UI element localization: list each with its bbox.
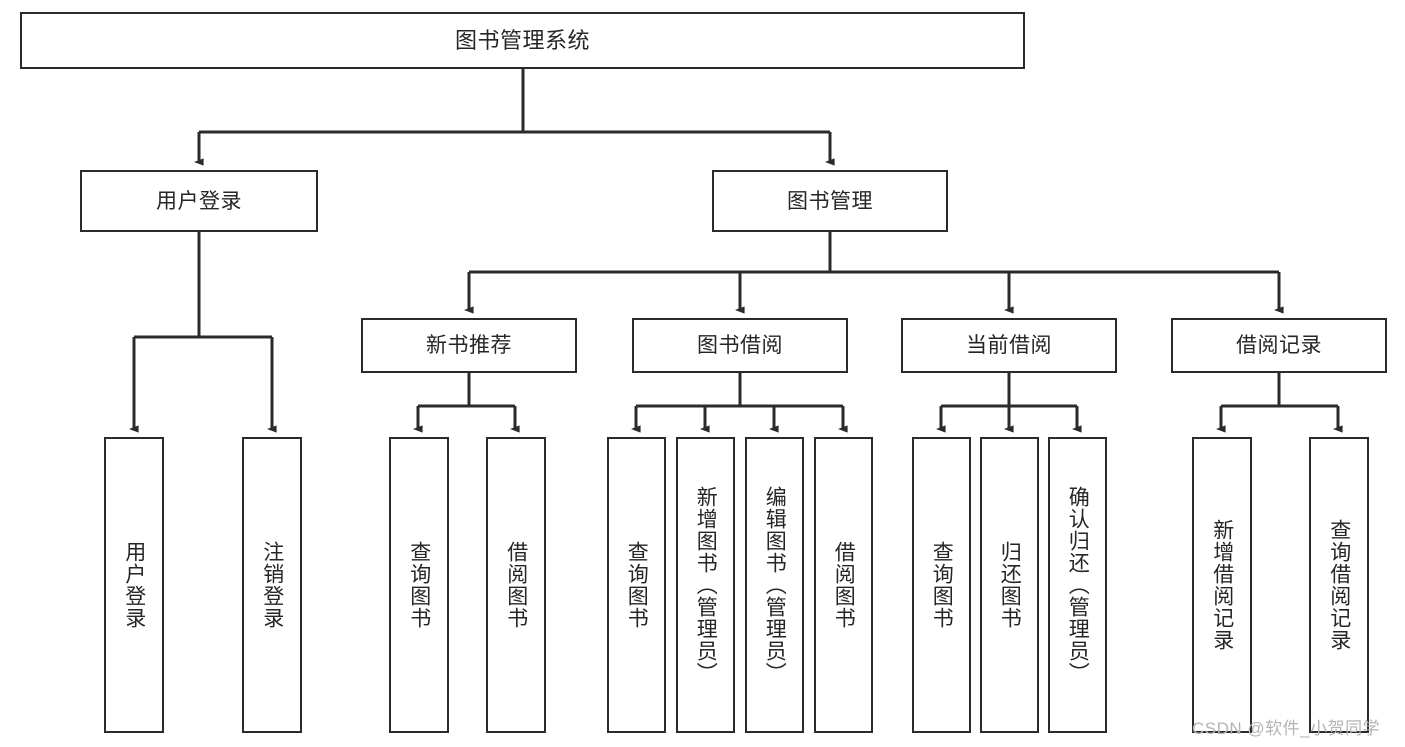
node-leaf-query-book-3[interactable]: 查询图书 xyxy=(912,437,971,733)
node-leaf-confirm-return-label: 确认归还（管理员） xyxy=(1066,486,1090,684)
node-book-borrow[interactable]: 图书借阅 xyxy=(632,318,848,373)
node-leaf-user-login-label: 用户登录 xyxy=(122,541,146,629)
node-borrow-record[interactable]: 借阅记录 xyxy=(1171,318,1387,373)
node-leaf-add-record-label: 新增借阅记录 xyxy=(1210,519,1234,651)
node-leaf-query-book-3-label: 查询图书 xyxy=(930,541,954,629)
node-leaf-logout-label: 注销登录 xyxy=(260,541,284,629)
node-borrow-record-label: 借阅记录 xyxy=(1236,334,1322,357)
node-leaf-logout[interactable]: 注销登录 xyxy=(242,437,302,733)
node-leaf-add-book[interactable]: 新增图书（管理员） xyxy=(676,437,735,733)
node-leaf-confirm-return[interactable]: 确认归还（管理员） xyxy=(1048,437,1107,733)
node-leaf-add-book-label: 新增图书（管理员） xyxy=(694,486,718,684)
node-leaf-query-book-1[interactable]: 查询图书 xyxy=(389,437,449,733)
node-leaf-query-book-1-label: 查询图书 xyxy=(407,541,431,629)
node-leaf-edit-book[interactable]: 编辑图书（管理员） xyxy=(745,437,804,733)
node-leaf-query-record-label: 查询借阅记录 xyxy=(1327,519,1351,651)
node-leaf-add-record[interactable]: 新增借阅记录 xyxy=(1192,437,1252,733)
node-user-login-label: 用户登录 xyxy=(156,189,242,213)
node-current-borrow-label: 当前借阅 xyxy=(966,334,1052,357)
node-new-book-recommend-label: 新书推荐 xyxy=(426,334,512,357)
node-leaf-return-book-label: 归还图书 xyxy=(998,541,1022,629)
node-book-borrow-label: 图书借阅 xyxy=(697,334,783,357)
node-leaf-edit-book-label: 编辑图书（管理员） xyxy=(763,486,787,684)
node-book-manage-label: 图书管理 xyxy=(787,189,873,213)
node-leaf-user-login[interactable]: 用户登录 xyxy=(104,437,164,733)
node-user-login[interactable]: 用户登录 xyxy=(80,170,318,232)
node-new-book-recommend[interactable]: 新书推荐 xyxy=(361,318,577,373)
node-leaf-query-book-2[interactable]: 查询图书 xyxy=(607,437,666,733)
node-root-label: 图书管理系统 xyxy=(454,27,590,53)
node-current-borrow[interactable]: 当前借阅 xyxy=(901,318,1117,373)
node-book-manage[interactable]: 图书管理 xyxy=(712,170,948,232)
node-leaf-borrow-book-2[interactable]: 借阅图书 xyxy=(814,437,873,733)
node-leaf-query-record[interactable]: 查询借阅记录 xyxy=(1309,437,1369,733)
node-leaf-borrow-book-1[interactable]: 借阅图书 xyxy=(486,437,546,733)
node-leaf-borrow-book-2-label: 借阅图书 xyxy=(832,541,856,629)
node-leaf-query-book-2-label: 查询图书 xyxy=(625,541,649,629)
node-leaf-return-book[interactable]: 归还图书 xyxy=(980,437,1039,733)
node-leaf-borrow-book-1-label: 借阅图书 xyxy=(504,541,528,629)
node-root[interactable]: 图书管理系统 xyxy=(20,12,1025,69)
